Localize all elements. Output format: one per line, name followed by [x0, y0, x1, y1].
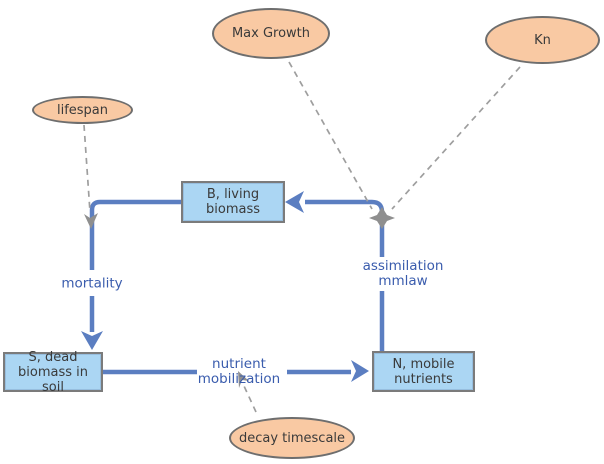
influence-max-growth-assimilation[interactable]: [288, 61, 373, 210]
flow-label-nutrient-mobilization[interactable]: nutrient mobilization: [197, 356, 281, 387]
influence-decay-timescale-mobilization[interactable]: [238, 371, 257, 413]
stock-b-living-biomass[interactable]: B, living biomass: [181, 181, 285, 223]
influence-arrowhead: [238, 371, 249, 388]
stock-label: N, mobile: [392, 356, 455, 372]
influence-lifespan-mortality[interactable]: [83, 124, 98, 229]
influence-arrowhead: [84, 213, 98, 229]
stock-label: biomass in soil: [18, 364, 88, 395]
stock-label: B, living: [206, 187, 260, 202]
param-label: Kn: [534, 32, 551, 48]
param-max-growth[interactable]: Max Growth: [212, 8, 330, 59]
stock-n-mobile-nutrients[interactable]: N, mobile nutrients: [372, 351, 475, 392]
influence-kn-assimilation[interactable]: [391, 66, 521, 210]
flow-nutrient-mobilization-pipe[interactable]: [103, 360, 369, 382]
param-label: Max Growth: [231, 26, 311, 41]
param-kn[interactable]: Kn: [485, 16, 600, 64]
flow-label-mortality[interactable]: mortality: [61, 275, 123, 292]
stock-label: biomass: [206, 202, 260, 217]
param-label: decay timescale: [238, 430, 346, 446]
param-decay-timescale[interactable]: decay timescale: [229, 417, 355, 459]
stock-label: S, dead: [28, 349, 78, 365]
stock-s-dead-biomass[interactable]: S, dead biomass in soil: [3, 349, 103, 395]
mortality-arrowhead: [81, 331, 103, 350]
param-label: lifespan: [56, 102, 109, 118]
param-lifespan[interactable]: lifespan: [32, 96, 133, 124]
stock-label: nutrients: [394, 371, 453, 387]
assimilation-arrowhead: [285, 191, 304, 213]
influence-junction-star: [369, 207, 395, 229]
nutrient-mobilization-arrowhead: [351, 360, 369, 382]
flow-label-assimilation[interactable]: assimilation mmlaw: [362, 258, 444, 289]
flow-mortality-pipe[interactable]: [81, 199, 181, 350]
